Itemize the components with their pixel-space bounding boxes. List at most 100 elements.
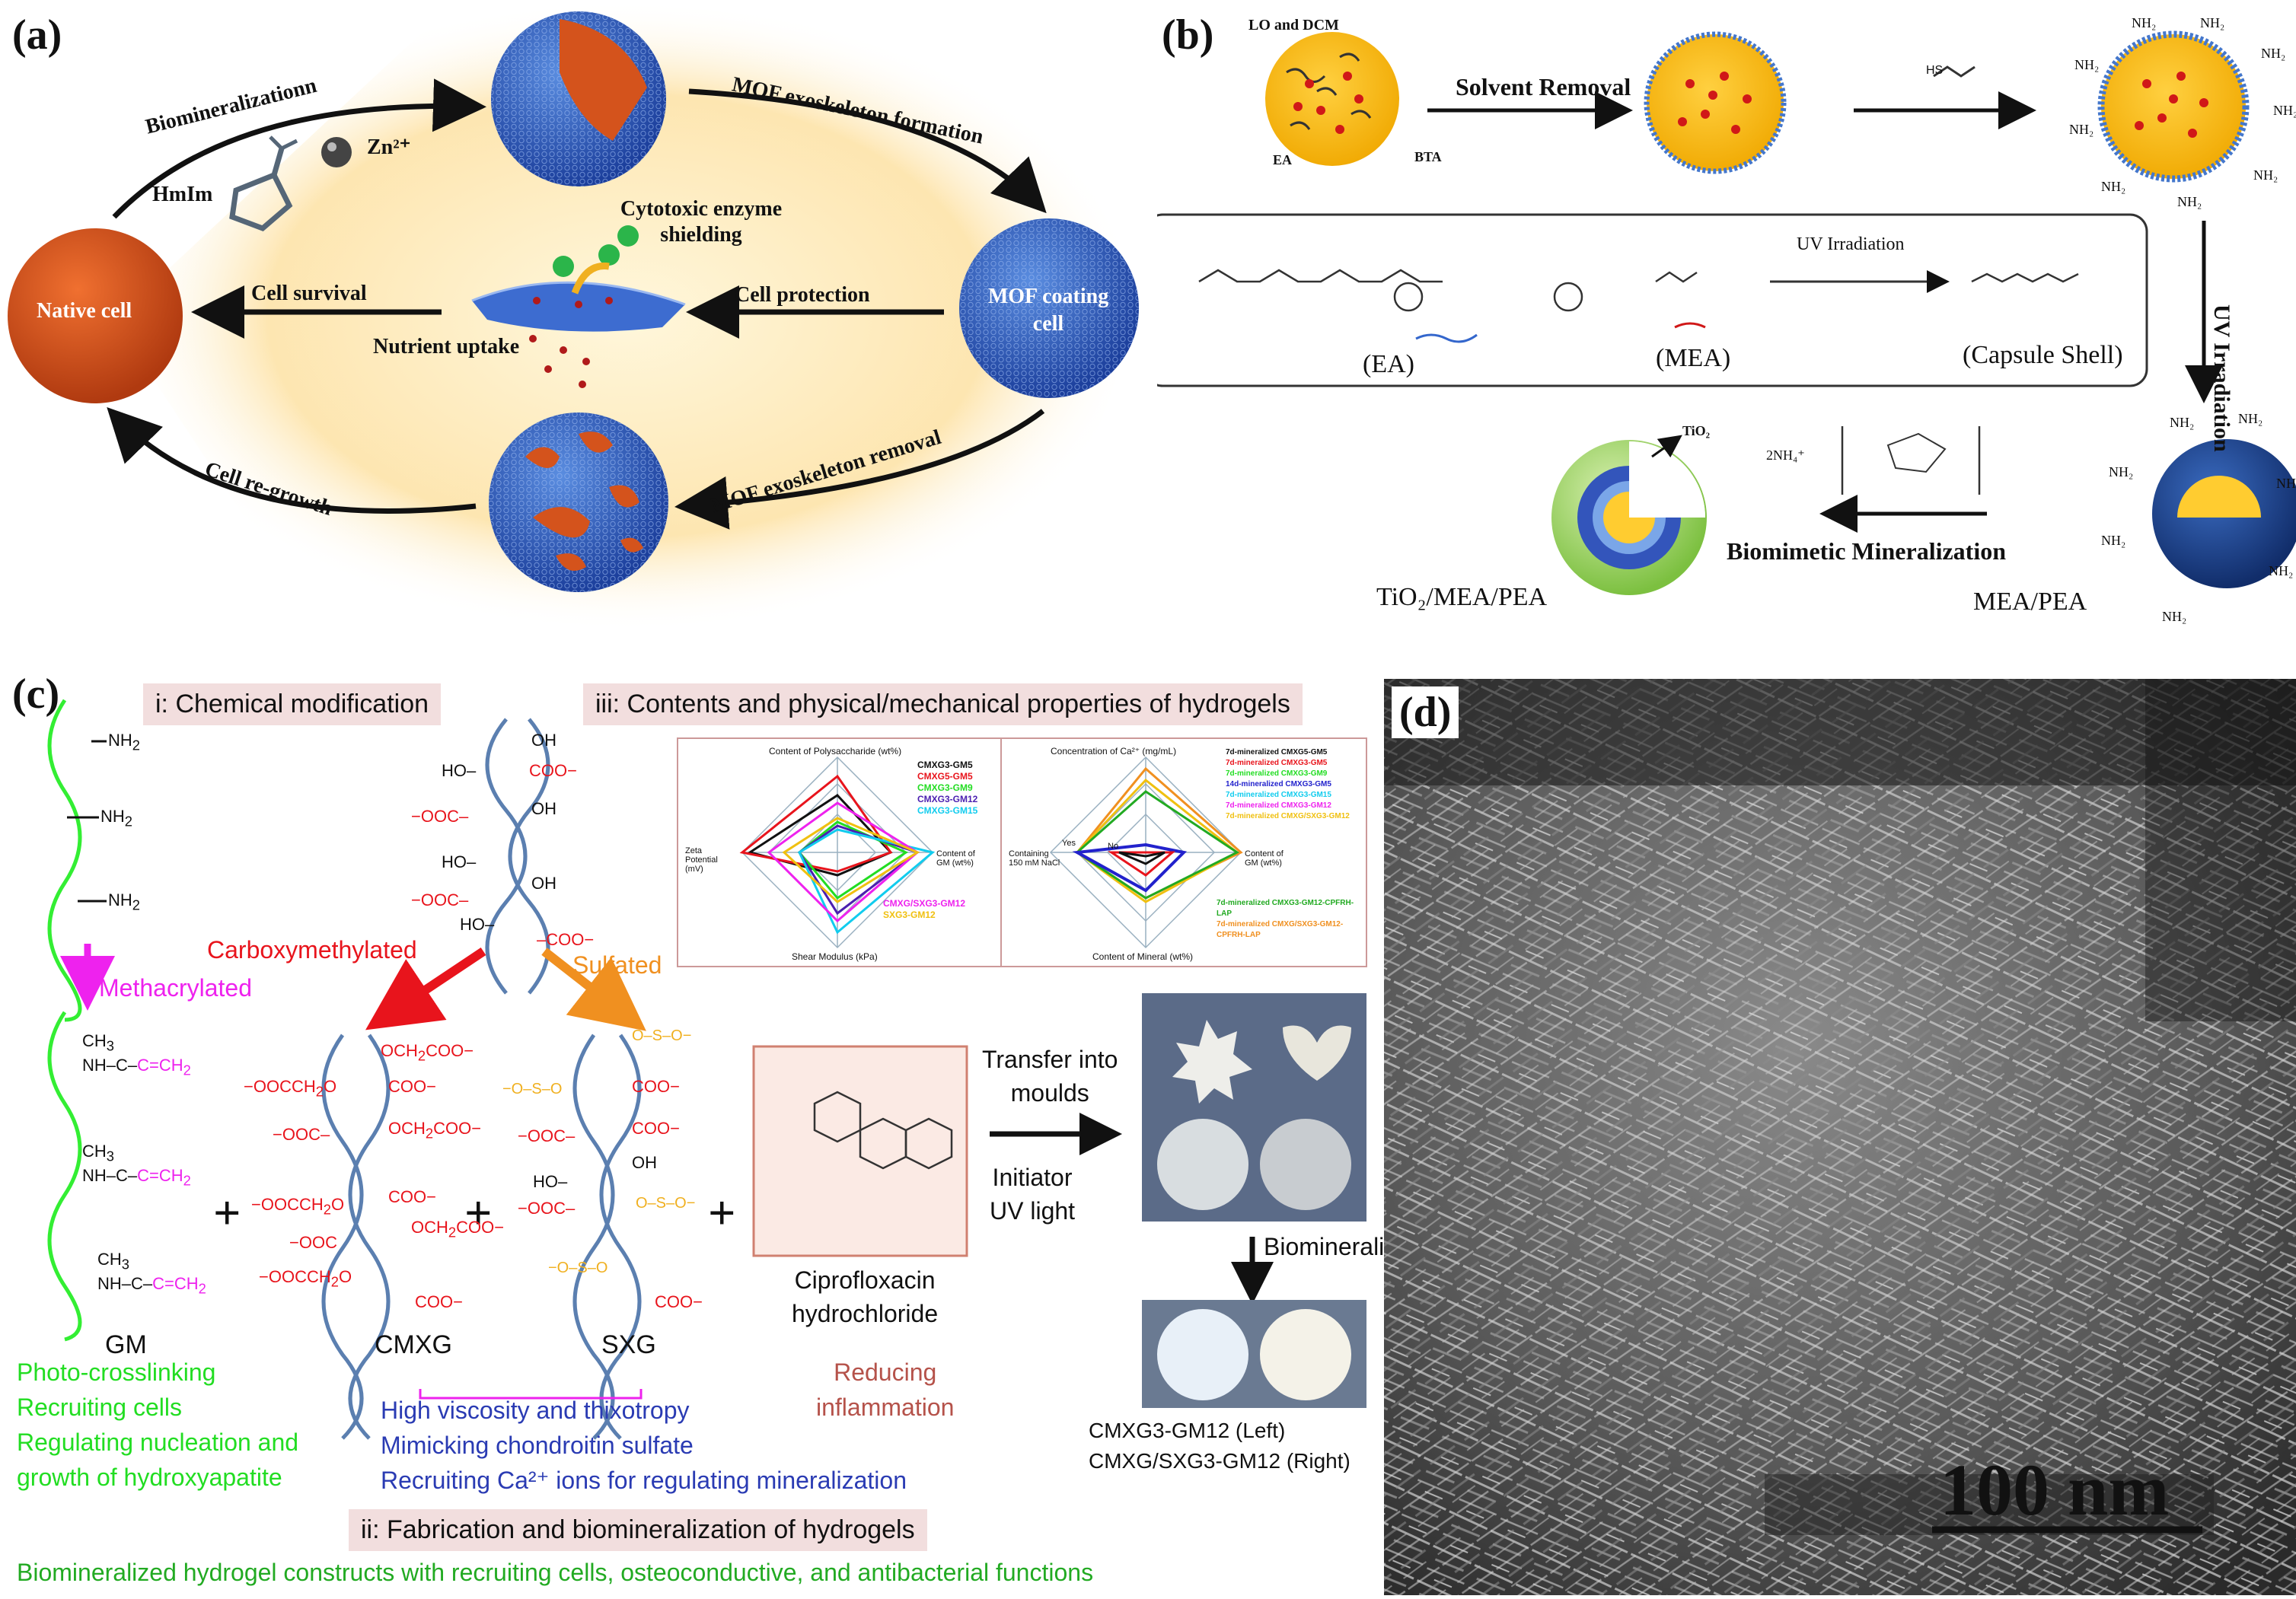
ea-small-label: EA bbox=[1273, 152, 1293, 167]
radar1-legend-item: CMXG3-GM5 bbox=[917, 760, 973, 770]
cmxg-group: −OOC bbox=[289, 1233, 337, 1252]
radar2-legend-item: 7d-mineralized CMXG5-GM5 bbox=[1226, 748, 1328, 756]
initiator-line2: UV light bbox=[990, 1197, 1076, 1225]
radar2-legend-item: 14d-mineralized CMXG3-GM5 bbox=[1226, 780, 1331, 788]
xg-group: HO– bbox=[460, 915, 495, 934]
sxg-group: COO− bbox=[632, 1119, 680, 1138]
nh2-label: NH₂ bbox=[2109, 464, 2134, 479]
sxg-group: OH bbox=[632, 1153, 657, 1172]
sxg-group: −O–S–O bbox=[548, 1260, 608, 1276]
mea-pea-label: MEA/PEA bbox=[1973, 588, 2087, 616]
panel-b-graphic bbox=[1144, 30, 2296, 595]
tio2-sphere bbox=[1551, 435, 1707, 595]
svg-text:+: + bbox=[213, 1186, 241, 1240]
cmxg-group: −OOCCH2O bbox=[244, 1077, 337, 1100]
transfer-line2: moulds bbox=[1010, 1079, 1089, 1107]
radar2-right-label: Content of GM (wt%) bbox=[1245, 849, 1284, 868]
sxg-group: HO– bbox=[533, 1172, 568, 1191]
radar2-legend-item: 7d-mineralized CMXG/SXG3-GM12 bbox=[1226, 812, 1350, 820]
nh2-label: NH₂ bbox=[2069, 122, 2094, 137]
transfer-label: Transfer into moulds bbox=[982, 1043, 1118, 1110]
solvent-removed-capsule bbox=[1644, 31, 1787, 174]
nh2-label: NH₂ bbox=[2074, 57, 2100, 72]
panel-a-graphic bbox=[8, 0, 1142, 632]
native-cell-label: Native cell bbox=[37, 299, 132, 323]
mof-coating-cell-sphere bbox=[959, 218, 1139, 398]
nh2-label: NH₂ bbox=[2261, 46, 2286, 61]
sxg-group: −O–S–O bbox=[502, 1081, 563, 1097]
bottom-summary: Biomineralized hydrogel constructs with … bbox=[17, 1559, 1094, 1586]
panel-b-label: (b) bbox=[1162, 11, 1214, 59]
cmxg-group: OCH2COO− bbox=[381, 1041, 474, 1064]
zn-label: Zn²⁺ bbox=[367, 135, 411, 159]
nh2-label: NH₂ bbox=[2200, 15, 2225, 30]
radar1-legend: CMXG3-GM5 CMXG5-GM5 CMXG3-GM9 CMXG3-GM12… bbox=[917, 760, 977, 817]
sxg-label: SXG bbox=[601, 1330, 656, 1359]
xg-group: −OOC– bbox=[411, 807, 469, 826]
sxg-group: −OOC– bbox=[518, 1199, 576, 1218]
radar1-right-label: Content of GM (wt%) bbox=[936, 849, 975, 868]
cmxg-label: CMXG bbox=[375, 1330, 452, 1359]
transfer-line1: Transfer into bbox=[982, 1046, 1118, 1073]
mof-shell-cutaway bbox=[491, 11, 666, 186]
scale-bar-label: 100 nm bbox=[1940, 1449, 2170, 1531]
sxg-group: COO− bbox=[632, 1077, 680, 1096]
header-chemical-modification: i: Chemical modification bbox=[143, 683, 442, 725]
cytotoxic-label: Cytotoxic enzyme shielding bbox=[620, 197, 783, 247]
nh2-label: NH₂ bbox=[2162, 609, 2187, 624]
nh4-label: 2NH₄⁺ bbox=[1766, 448, 1805, 463]
sxg-group: O–S–O− bbox=[636, 1195, 696, 1212]
cell-protection-label: Cell protection bbox=[735, 283, 870, 307]
sxg-helix bbox=[572, 1034, 615, 1440]
scale-bar-background bbox=[1765, 1474, 2214, 1535]
gm-label: GM bbox=[105, 1330, 147, 1359]
mof-removal-sphere bbox=[489, 412, 668, 592]
xg-group: OH bbox=[531, 874, 556, 893]
radar-chart-2 bbox=[1000, 737, 1367, 967]
sem-texture bbox=[1384, 679, 2296, 1595]
svg-text:+: + bbox=[708, 1186, 735, 1240]
hs-label: HS bbox=[1926, 64, 1944, 77]
xg-group: HO– bbox=[442, 852, 477, 871]
box-uv-label: UV Irradiation bbox=[1797, 234, 1905, 254]
lo-dcm-label: LO and DCM bbox=[1248, 17, 1339, 33]
panel-d-label: (d) bbox=[1392, 686, 1459, 738]
cmxg-group: COO− bbox=[415, 1292, 463, 1311]
nh2-label: NH2 bbox=[108, 731, 140, 753]
mof-coating-label: MOF coating cell bbox=[987, 285, 1109, 336]
reducing-inflammation-label: Reducing inflammation bbox=[816, 1355, 954, 1425]
gm-prop-item: Regulating nucleation and bbox=[17, 1429, 299, 1456]
gm-prop-item: Photo-crosslinking bbox=[17, 1359, 216, 1386]
radar1-legend-item: CMXG3-GM9 bbox=[917, 782, 973, 793]
nh2-label: NH₂ bbox=[2238, 411, 2263, 426]
radar2-legend-item: 7d-mineralized CMXG3-GM9 bbox=[1226, 769, 1328, 778]
nh2-label: NH₂ bbox=[2177, 194, 2202, 209]
radar1-legend-item: CMXG3-GM12 bbox=[917, 794, 978, 804]
radar2-legend-item: 7d-mineralized CMXG/SXG3-GM12-CPFRH-LAP bbox=[1217, 920, 1344, 939]
radar1-top-label: Content of Polysaccharide (wt%) bbox=[769, 746, 902, 756]
sxg-group: COO− bbox=[655, 1292, 703, 1311]
nh2-label: NH2 bbox=[108, 890, 140, 913]
nh2-label: NH₂ bbox=[2273, 103, 2296, 118]
radar1-legend-item: CMXG/SXG3-GM12 bbox=[883, 898, 966, 909]
sulfated-label: Sulfated bbox=[572, 951, 662, 979]
radar2-top-label: Concentration of Ca²⁺ (mg/mL) bbox=[1051, 746, 1177, 756]
solvent-removal-label: Solvent Removal bbox=[1456, 73, 1631, 100]
tio2-mea-pea-label: TiO₂/MEA/PEA bbox=[1376, 583, 1548, 611]
nh2-label: NH₂ bbox=[2170, 415, 2195, 430]
xg-helix-top bbox=[485, 718, 528, 995]
cipro-line2: hydrochloride bbox=[792, 1300, 939, 1327]
svg-text:+: + bbox=[464, 1186, 492, 1240]
cmxg-group: COO− bbox=[388, 1187, 436, 1206]
cmxg-group: −OOCCH2O bbox=[251, 1195, 345, 1218]
zn-ion bbox=[321, 137, 352, 167]
radar2-legend-item: 7d-mineralized CMXG3-GM12-CPFRH-LAP bbox=[1217, 899, 1354, 918]
native-cell bbox=[8, 228, 183, 403]
tio2-small-label: TiO₂ bbox=[1682, 423, 1711, 438]
hmim-molecule bbox=[229, 135, 298, 232]
xg-prop-item: High viscosity and thixotropy bbox=[381, 1397, 690, 1424]
radar2-yes: Yes bbox=[1062, 839, 1076, 848]
hmim-label: HmIm bbox=[152, 183, 213, 206]
radar2-legend-item: 7d-mineralized CMXG3-GM15 bbox=[1226, 791, 1331, 799]
